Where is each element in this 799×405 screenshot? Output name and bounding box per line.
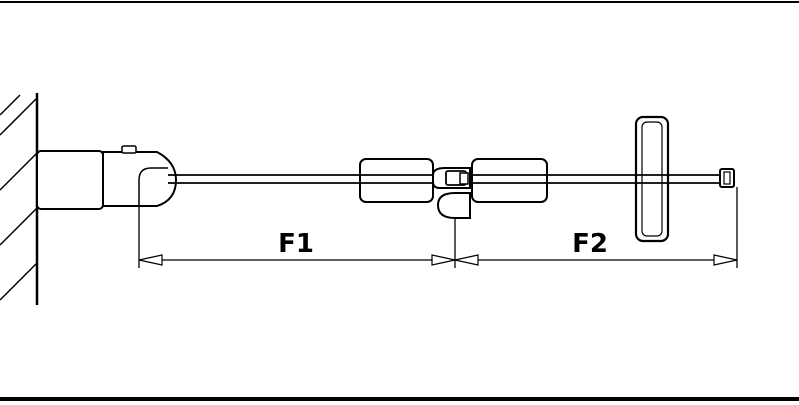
dimension-f2: F2 bbox=[454, 229, 738, 266]
wall-hatching bbox=[0, 94, 38, 301]
dimension-f1: F1 bbox=[138, 229, 456, 266]
center-hinge-joint bbox=[432, 167, 471, 219]
clamp-pad-right bbox=[471, 158, 548, 203]
f2-label: F2 bbox=[572, 229, 608, 259]
wall bbox=[0, 93, 39, 305]
wall-mount-bracket bbox=[36, 145, 178, 210]
clamp-pad-left bbox=[359, 158, 434, 203]
upright-post bbox=[634, 115, 670, 243]
mount-set-screw bbox=[121, 145, 137, 154]
f1-label: F1 bbox=[278, 229, 314, 259]
